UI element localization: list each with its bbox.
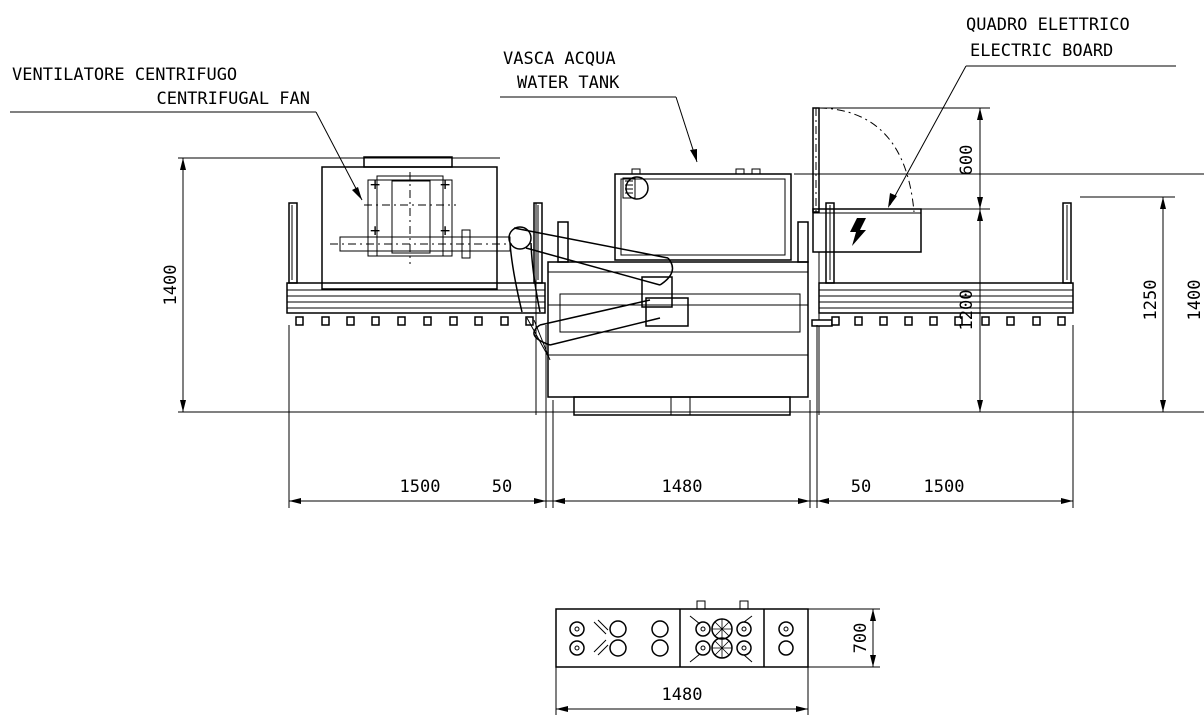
dim-left-conveyor-value: 1500	[400, 477, 441, 497]
tank-label-en: WATER TANK	[517, 73, 620, 93]
dim-plan-depth: 700	[808, 608, 880, 668]
central-machine	[547, 221, 809, 416]
fan-label-en: CENTRIFUGAL FAN	[156, 89, 310, 109]
dim-right-gap-value: 50	[851, 477, 871, 497]
svg-text:+: +	[370, 221, 380, 241]
right-conveyor	[811, 202, 1074, 415]
tank-label: VASCA ACQUA WATER TANK	[500, 49, 698, 163]
lightning-icon	[850, 218, 866, 246]
board-label-en: ELECTRIC BOARD	[970, 41, 1113, 61]
dim-right-height: 1400	[794, 173, 1204, 321]
dim-plan-depth-value: 700	[851, 623, 871, 654]
dim-right-section-value: 1250	[1141, 280, 1161, 321]
dim-board-stack: 600 1200	[819, 107, 990, 412]
dim-right-height-value: 1400	[1185, 280, 1204, 321]
dim-door-swing-value: 600	[957, 145, 977, 176]
dim-plan-width-value: 1480	[662, 685, 703, 705]
centrifugal-fan: + + + +	[321, 156, 512, 290]
svg-text:+: +	[440, 175, 450, 195]
dim-plan-width: 1480	[555, 667, 809, 715]
dim-horizontal-row: 1500 50 1480 50 1500	[288, 325, 1074, 508]
left-conveyor	[286, 202, 546, 415]
dim-left-gap-value: 50	[492, 477, 512, 497]
tank-label-it: VASCA ACQUA	[503, 49, 616, 69]
dim-left-height: 1400	[161, 158, 186, 412]
svg-text:+: +	[370, 175, 380, 195]
fan-ducts	[508, 226, 674, 361]
plan-view	[555, 600, 809, 668]
dim-left-height-value: 1400	[161, 265, 181, 306]
dim-center-width-value: 1480	[662, 477, 703, 497]
dim-board-height-value: 1200	[957, 290, 977, 331]
dim-right-conveyor-value: 1500	[924, 477, 965, 497]
board-label: QUADRO ELETTRICO ELECTRIC BOARD	[888, 15, 1176, 208]
dim-right-section: 1250	[1080, 196, 1175, 412]
fan-label-it: VENTILATORE CENTRIFUGO	[12, 65, 237, 85]
electric-board	[812, 107, 922, 253]
fan-label: VENTILATORE CENTRIFUGO CENTRIFUGAL FAN	[10, 65, 363, 201]
svg-text:+: +	[440, 221, 450, 241]
board-label-it: QUADRO ELETTRICO	[966, 15, 1130, 35]
water-tank	[614, 168, 792, 261]
